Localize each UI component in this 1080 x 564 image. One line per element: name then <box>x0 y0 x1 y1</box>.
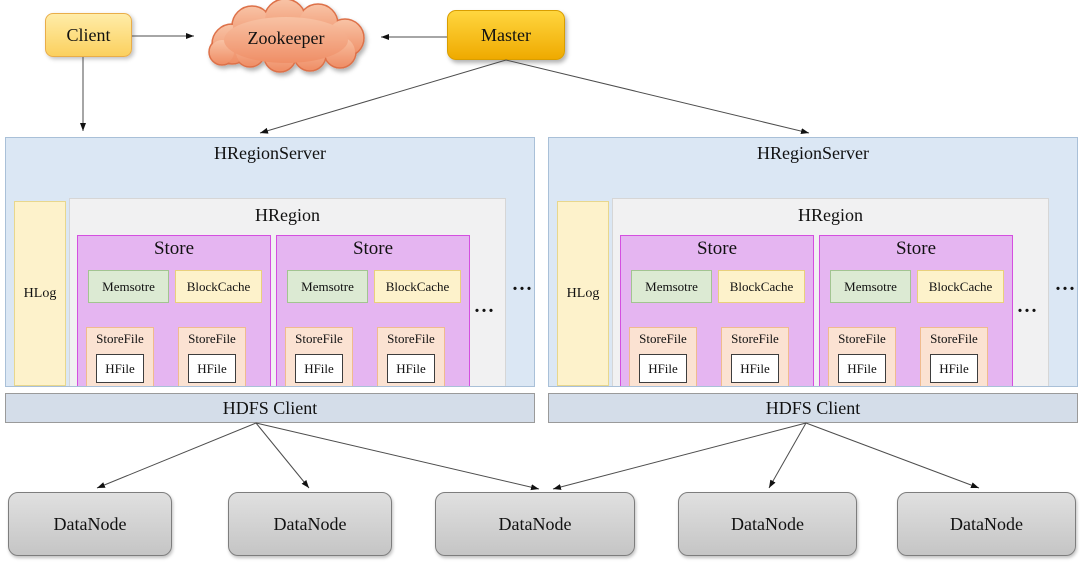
memstore-1-2: Memsotre <box>287 270 368 303</box>
storefile-1-2-2: StoreFile HFile <box>377 327 445 386</box>
memstore-2-2: Memsotre <box>830 270 911 303</box>
arrow-master-to-hregionserver-2 <box>505 59 810 135</box>
arrow-hdfs2-to-datanode-5 <box>805 422 980 489</box>
storefile-1-2-1: StoreFile HFile <box>285 327 353 386</box>
hlog-1: HLog <box>14 201 66 386</box>
storefile-2-1-2-label: StoreFile <box>731 331 779 346</box>
more-regions-ellipsis-1: ... <box>512 273 534 295</box>
storefile-1-1-2-label: StoreFile <box>188 331 236 346</box>
more-stores-ellipsis-1: ... <box>474 295 496 317</box>
store-1-1-title: Store <box>153 238 195 259</box>
memstore-2-1: Memsotre <box>631 270 712 303</box>
arrow-hdfs1-to-datanode-1 <box>96 422 257 489</box>
storefile-2-1-1-label: StoreFile <box>639 331 687 346</box>
arrow-hdfs1-to-datanode-3 <box>255 422 540 491</box>
hregion-1: HRegion Store Memsotre BlockCache StoreF… <box>69 198 506 386</box>
storefile-1-2-2-label: StoreFile <box>387 331 435 346</box>
blockcache-2-2: BlockCache <box>917 270 1004 303</box>
hfile-1-1-2: HFile <box>188 354 236 383</box>
hdfs-client-2: HDFS Client <box>548 393 1078 423</box>
master-node: Master <box>447 10 565 60</box>
storefile-2-2-2-label: StoreFile <box>930 331 978 346</box>
memstore-1-1: Memsotre <box>88 270 169 303</box>
arrow-hdfs2-to-datanode-4 <box>768 422 807 489</box>
hregion-2: HRegion Store Memsotre BlockCache StoreF… <box>612 198 1049 386</box>
storefile-1-1-1-label: StoreFile <box>96 331 144 346</box>
storefile-2-1-1: StoreFile HFile <box>629 327 697 386</box>
hfile-1-2-2: HFile <box>387 354 435 383</box>
storefile-1-2-1-label: StoreFile <box>295 331 343 346</box>
datanode-3: DataNode <box>435 492 635 556</box>
hregion-2-title: HRegion <box>798 205 863 225</box>
hdfs-client-1: HDFS Client <box>5 393 535 423</box>
hregion-1-title: HRegion <box>255 205 320 225</box>
hregionserver-1-title: HRegionServer <box>214 143 326 163</box>
storefile-2-2-1: StoreFile HFile <box>828 327 896 386</box>
hregionserver-2-title: HRegionServer <box>757 143 869 163</box>
store-2-1: Store Memsotre BlockCache StoreFile HFil… <box>620 235 814 386</box>
more-stores-ellipsis-2: ... <box>1017 295 1039 317</box>
client-label: Client <box>66 24 111 45</box>
hfile-2-2-2: HFile <box>930 354 978 383</box>
master-label: Master <box>481 24 531 45</box>
hlog-1-label: HLog <box>23 285 57 301</box>
store-2-2: Store Memsotre BlockCache StoreFile HFil… <box>819 235 1013 386</box>
store-2-2-title: Store <box>895 238 937 259</box>
hfile-2-1-1: HFile <box>639 354 687 383</box>
store-1-1: Store Memsotre BlockCache StoreFile HFil… <box>77 235 271 386</box>
datanode-4: DataNode <box>678 492 857 556</box>
hfile-1-2-1: HFile <box>295 354 343 383</box>
hfile-2-2-1: HFile <box>838 354 886 383</box>
storefile-2-1-2: StoreFile HFile <box>721 327 789 386</box>
storefile-2-2-2: StoreFile HFile <box>920 327 988 386</box>
datanode-1: DataNode <box>8 492 172 556</box>
store-1-2: Store Memsotre BlockCache StoreFile HFil… <box>276 235 470 386</box>
datanode-2: DataNode <box>228 492 392 556</box>
store-2-1-title: Store <box>696 238 738 259</box>
zookeeper-cloud <box>208 0 365 73</box>
more-regions-ellipsis-2: ... <box>1055 273 1077 295</box>
hlog-2-label: HLog <box>566 285 600 301</box>
hregionserver-1: HRegionServer HLog HRegion Store Memsotr… <box>5 137 535 387</box>
hregionserver-2: HRegionServer HLog HRegion Store Memsotr… <box>548 137 1078 387</box>
arrow-hdfs2-to-datanode-3 <box>552 422 807 490</box>
storefile-1-1-1: StoreFile HFile <box>86 327 154 386</box>
blockcache-2-1: BlockCache <box>718 270 805 303</box>
hfile-1-1-1: HFile <box>96 354 144 383</box>
store-1-2-title: Store <box>352 238 394 259</box>
storefile-1-1-2: StoreFile HFile <box>178 327 246 386</box>
zookeeper-label: Zookeeper <box>248 28 325 48</box>
hlog-2: HLog <box>557 201 609 386</box>
hfile-2-1-2: HFile <box>731 354 779 383</box>
arrow-hdfs1-to-datanode-2 <box>255 422 310 489</box>
storefile-2-2-1-label: StoreFile <box>838 331 886 346</box>
arrow-master-to-hregionserver-1 <box>259 59 507 134</box>
datanode-5: DataNode <box>897 492 1076 556</box>
blockcache-1-2: BlockCache <box>374 270 461 303</box>
blockcache-1-1: BlockCache <box>175 270 262 303</box>
client-node: Client <box>45 13 132 57</box>
